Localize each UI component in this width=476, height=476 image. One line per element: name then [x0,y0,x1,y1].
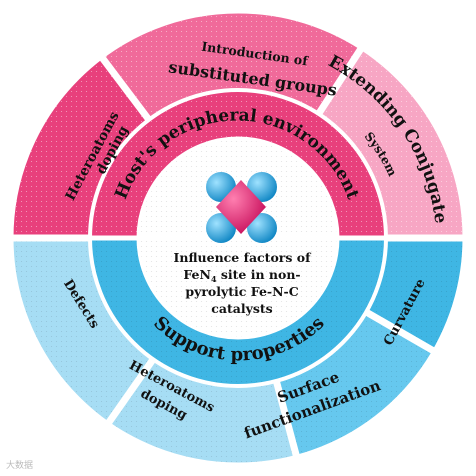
n-atom-icon [247,213,277,243]
center-line3: pyrolytic Fe-N-C [185,284,298,299]
fe-center-icon [216,180,266,234]
center-line2: FeN4 site in non- [183,267,300,284]
outer-segment-bottom-texture [276,312,434,457]
outer-segment-top-texture [12,57,149,238]
wheel [10,10,466,466]
center-line4: catalysts [211,301,272,316]
center-rim [136,136,340,340]
outer-segment-top-texture [318,48,464,239]
center-caption: Influence factors of FeN4 site in non- p… [174,250,313,316]
center-line1: Influence factors of [174,250,313,265]
segment-divider [99,55,152,122]
segment-divider [105,357,156,426]
band-divider [88,88,388,388]
watermark: 大数据 [6,459,33,471]
segment-divider [364,308,436,355]
outer-segment-bottom-texture [12,238,154,424]
inner-band-top-texture [90,90,386,238]
segment-divider [315,46,365,116]
outer-rim [10,10,466,466]
outer-segment-top-texture [101,11,362,120]
outer-segment-bottom-texture [108,359,297,464]
n-atom-icon [247,172,277,202]
inner-band-bottom-texture [90,238,386,386]
segment-divider [272,380,300,458]
fen4-molecule-icon [206,172,277,243]
